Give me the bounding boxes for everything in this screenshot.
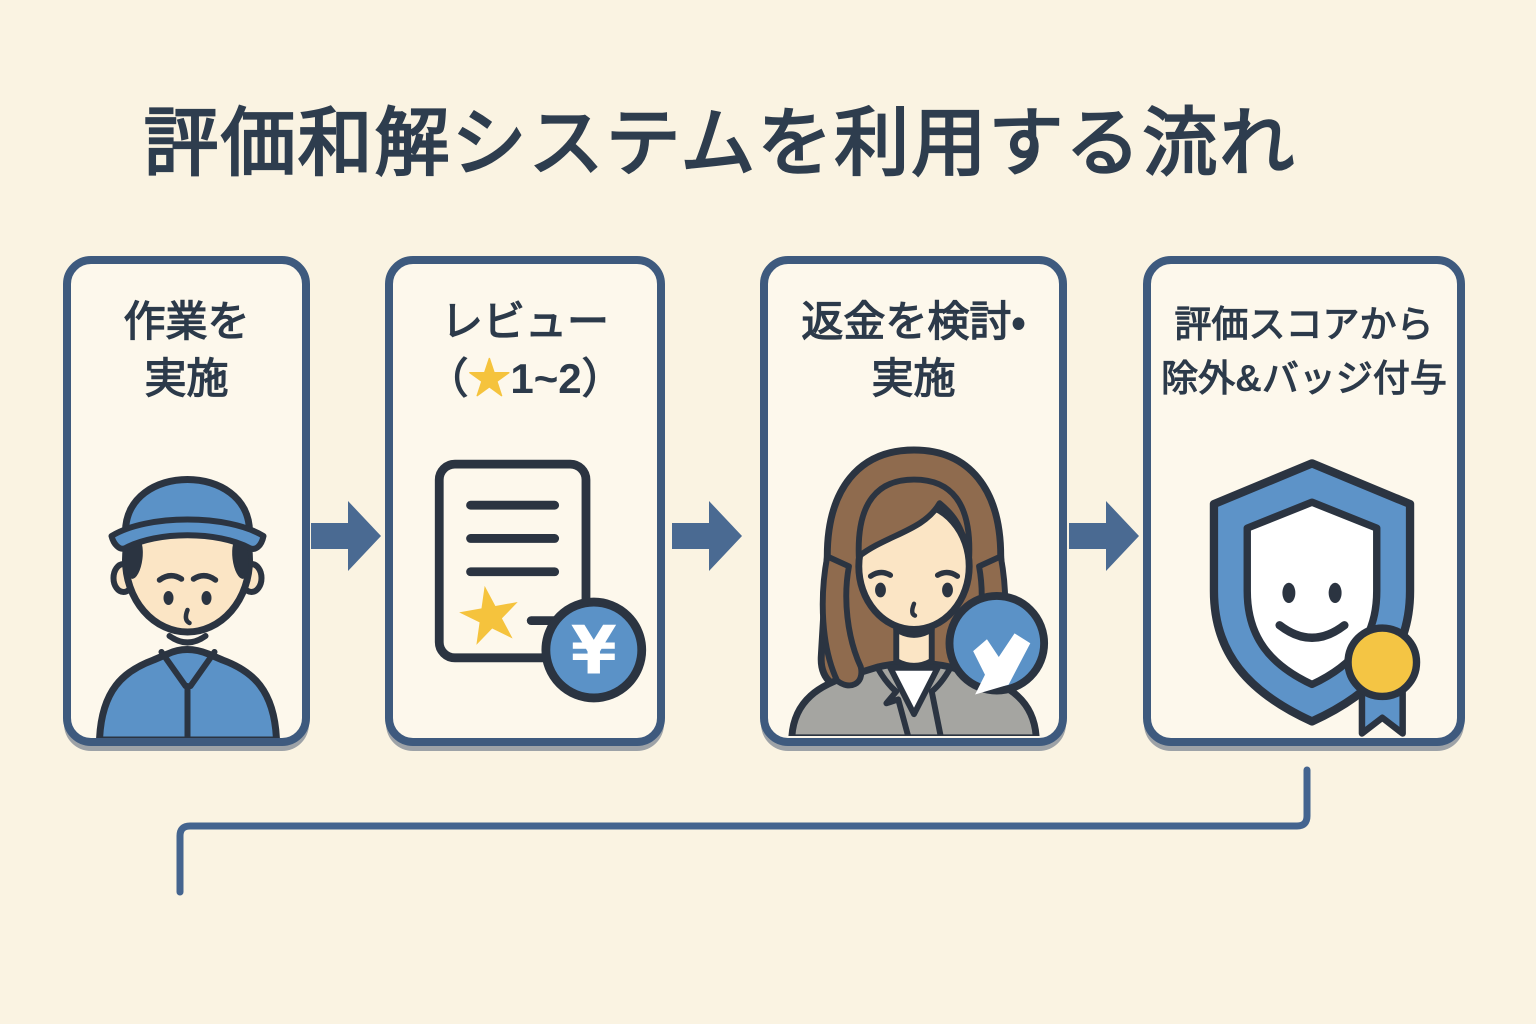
woman-bangs bbox=[855, 476, 972, 560]
flow-arrow-icon bbox=[311, 501, 381, 571]
review-star-icon bbox=[459, 585, 518, 645]
step3-title-line1: 返金を検討・ bbox=[801, 298, 1026, 345]
step4-title: 評価スコアから 除外&バッジ付与 bbox=[1151, 298, 1457, 405]
shield-inner bbox=[1243, 498, 1381, 689]
worker-cap-brim bbox=[108, 516, 266, 552]
step-card-refund: 返金を検討・ 実施 bbox=[760, 256, 1067, 746]
step-card-work: 作業を 実施 bbox=[63, 256, 310, 746]
step4-title-line2: 除外&バッジ付与 bbox=[1161, 357, 1447, 399]
yen-symbol: ¥ bbox=[571, 611, 617, 689]
client-woman-refund-icon bbox=[788, 446, 1048, 736]
worker-avatar-icon bbox=[95, 476, 280, 738]
step2-title: レビュー （★1~2） bbox=[393, 294, 657, 407]
step3-title: 返金を検討・ 実施 bbox=[768, 294, 1059, 407]
step3-title-line2: 実施 bbox=[871, 354, 956, 402]
shield-smile-badge-icon bbox=[1209, 459, 1421, 737]
step2-title-line2: （★1~2） bbox=[426, 354, 624, 402]
loop-connector-line bbox=[176, 766, 1311, 896]
star-icon: ★ bbox=[468, 354, 511, 402]
step-card-review: レビュー （★1~2） ¥ bbox=[385, 256, 665, 746]
yen-coin-icon bbox=[541, 597, 647, 703]
step1-title-line1: 作業を bbox=[123, 298, 250, 345]
review-document-yen-icon: ¥ bbox=[434, 459, 647, 703]
step2-title-line1: レビュー bbox=[440, 298, 609, 345]
refund-mark bbox=[972, 633, 1030, 695]
medal-icon bbox=[1344, 624, 1421, 701]
refund-coin-icon bbox=[945, 591, 1048, 695]
worker-collar bbox=[158, 649, 217, 738]
document-sheet bbox=[434, 459, 591, 663]
document-text-lines bbox=[466, 500, 560, 577]
flow-arrow-icon bbox=[672, 501, 742, 571]
step1-title-line2: 実施 bbox=[144, 354, 229, 402]
page-title: 評価和解システムを利用する流れ bbox=[143, 101, 1297, 185]
flow-arrow-icon bbox=[1069, 501, 1139, 571]
woman-lapels bbox=[874, 664, 953, 736]
step4-title-line1: 評価スコアから bbox=[1174, 304, 1434, 345]
step-card-badge: 評価スコアから 除外&バッジ付与 bbox=[1143, 256, 1465, 746]
step1-title: 作業を 実施 bbox=[71, 294, 302, 407]
